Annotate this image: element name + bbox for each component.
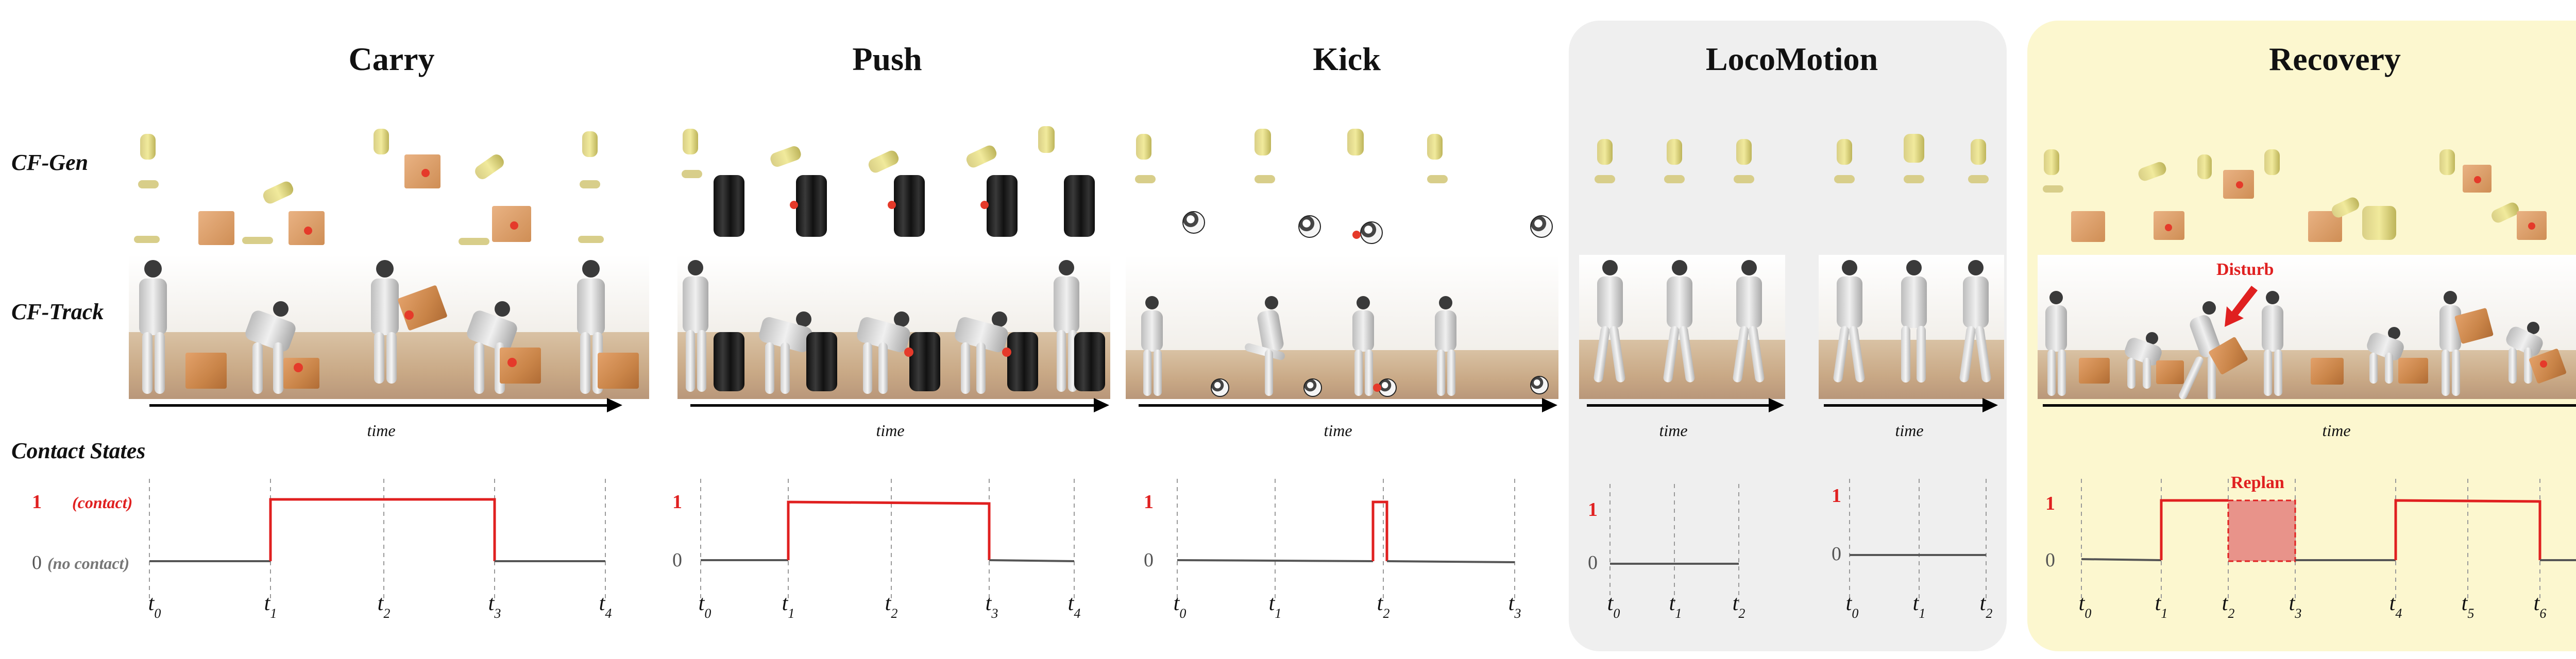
cf-track-scene-kick	[1126, 255, 1558, 399]
y-note-contact: (contact)	[72, 493, 132, 512]
time-arrow-head-push	[1094, 398, 1109, 412]
cf-track-scene-locomotion-a	[1579, 255, 1785, 399]
time-arrow-kick	[1139, 404, 1543, 407]
contact-line-active-recovery-2	[2394, 499, 2541, 560]
cf-track-scene-push	[677, 255, 1110, 399]
contact-plot-locomotion-b: 1 0 t0 t1 t2	[1832, 479, 1993, 621]
cf-gen-strip-carry	[129, 118, 649, 252]
svg-text:t1: t1	[2155, 592, 2168, 621]
cf-track-scene-recovery	[2038, 255, 2576, 399]
y-label-0-push: 0	[672, 549, 682, 571]
time-arrow-head-kick	[1542, 398, 1557, 412]
time-label-kick: time	[1324, 421, 1352, 440]
y-label-1-carry: 1	[32, 491, 42, 513]
cf-gen-strip-recovery	[2038, 118, 2576, 252]
svg-text:t2: t2	[1377, 592, 1390, 621]
svg-text:t0: t0	[148, 592, 161, 621]
svg-text:t4: t4	[1068, 592, 1081, 621]
svg-text:t0: t0	[2079, 592, 2092, 621]
svg-text:t2: t2	[378, 592, 391, 621]
svg-text:t2: t2	[1733, 592, 1745, 621]
svg-text:t1: t1	[1269, 592, 1282, 621]
time-label-locomotion-b: time	[1895, 421, 1924, 440]
replan-region	[2227, 499, 2296, 562]
svg-text:t2: t2	[2222, 592, 2235, 621]
contact-line-active-kick	[1371, 500, 1388, 561]
tick-carry-0-t: t	[148, 592, 155, 615]
svg-text:1: 1	[1588, 499, 1598, 521]
time-arrow-push	[690, 404, 1095, 407]
y-label-1-kick: 1	[1144, 491, 1154, 513]
time-label-recovery: time	[2322, 421, 2351, 440]
time-arrow-locomotion-b	[1824, 404, 1984, 407]
contact-plot-kick: 1 0 t0 t1 t2 t3	[1144, 479, 1521, 621]
svg-text:1: 1	[1832, 485, 1841, 507]
svg-text:t0: t0	[1174, 592, 1187, 621]
svg-text:0: 0	[1832, 543, 1841, 565]
row-label-cf-track: CF-Track	[11, 299, 104, 324]
svg-text:t6: t6	[2534, 592, 2547, 621]
contact-line-active-push	[787, 500, 991, 560]
y-label-0-kick: 0	[1144, 549, 1154, 571]
y-note-nocontact: (no contact)	[47, 554, 129, 573]
contact-line-active-recovery-1	[2160, 499, 2228, 560]
svg-text:t5: t5	[2462, 592, 2475, 621]
svg-text:1: 1	[2045, 493, 2055, 514]
panel-title-kick: Kick	[1313, 41, 1381, 77]
panel-title-carry: Carry	[348, 41, 435, 77]
svg-text:0: 0	[2045, 549, 2055, 571]
svg-text:t3: t3	[986, 592, 998, 621]
replan-label: Replan	[2231, 473, 2284, 492]
svg-text:t1: t1	[782, 592, 795, 621]
svg-text:t1: t1	[264, 592, 277, 621]
contact-line-active-carry	[269, 498, 496, 561]
disturb-label: Disturb	[2216, 260, 2274, 279]
svg-text:t2: t2	[885, 592, 898, 621]
cf-gen-strip-kick	[1126, 118, 1558, 252]
row-label-contact-states: Contact States	[11, 438, 146, 463]
contact-plot-push: 1 0 t0 t1 t2 t3 t4	[672, 479, 1081, 621]
svg-text:t3: t3	[2289, 592, 2302, 621]
y-label-1-push: 1	[672, 491, 682, 513]
y-label-0-carry: 0	[32, 552, 42, 574]
svg-text:0: 0	[1588, 552, 1598, 574]
time-label-carry: time	[367, 421, 396, 440]
cf-gen-strip-push	[677, 118, 1110, 252]
svg-text:t0: t0	[699, 592, 711, 621]
panel-title-recovery: Recovery	[2269, 41, 2401, 77]
time-label-locomotion-a: time	[1659, 421, 1688, 440]
disturb-arrow-icon	[2225, 286, 2258, 327]
cf-gen-strip-locomotion	[1579, 118, 1991, 252]
time-arrow-head-carry	[607, 398, 622, 412]
svg-text:t1: t1	[1669, 592, 1682, 621]
tick-labels-carry: t0 t1 t2 t3 t4	[148, 592, 612, 621]
svg-text:t0: t0	[1607, 592, 1620, 621]
svg-text:t4: t4	[2389, 592, 2402, 621]
panel-title-push: Push	[852, 41, 922, 77]
time-arrow-carry	[149, 404, 608, 407]
time-label-push: time	[876, 421, 905, 440]
svg-text:t3: t3	[488, 592, 501, 621]
svg-text:t3: t3	[1509, 592, 1521, 621]
time-arrow-head-locomotion-a	[1769, 398, 1784, 412]
time-arrow-recovery	[2043, 404, 2576, 407]
svg-text:t4: t4	[599, 592, 612, 621]
cf-track-scene-locomotion-b	[1819, 255, 2004, 399]
contact-plot-carry: 1 (contact) 0 (no contact) t0 t1 t2 t3 t…	[32, 479, 612, 621]
svg-text:t1: t1	[1913, 592, 1926, 621]
svg-text:t0: t0	[1846, 592, 1859, 621]
time-arrow-head-locomotion-b	[1982, 398, 1998, 412]
cf-track-scene-carry	[129, 255, 649, 399]
svg-text:t2: t2	[1980, 592, 1993, 621]
row-label-cf-gen: CF-Gen	[11, 150, 89, 175]
contact-plot-recovery: Replan 1 0 t0 t1 t2 t3 t4 t5 t6 t7	[2045, 473, 2576, 621]
panel-title-locomotion: LocoMotion	[1705, 41, 1878, 77]
contact-plot-locomotion-a: 1 0 t0 t1 t2	[1588, 484, 1745, 621]
time-arrow-locomotion-a	[1587, 404, 1770, 407]
